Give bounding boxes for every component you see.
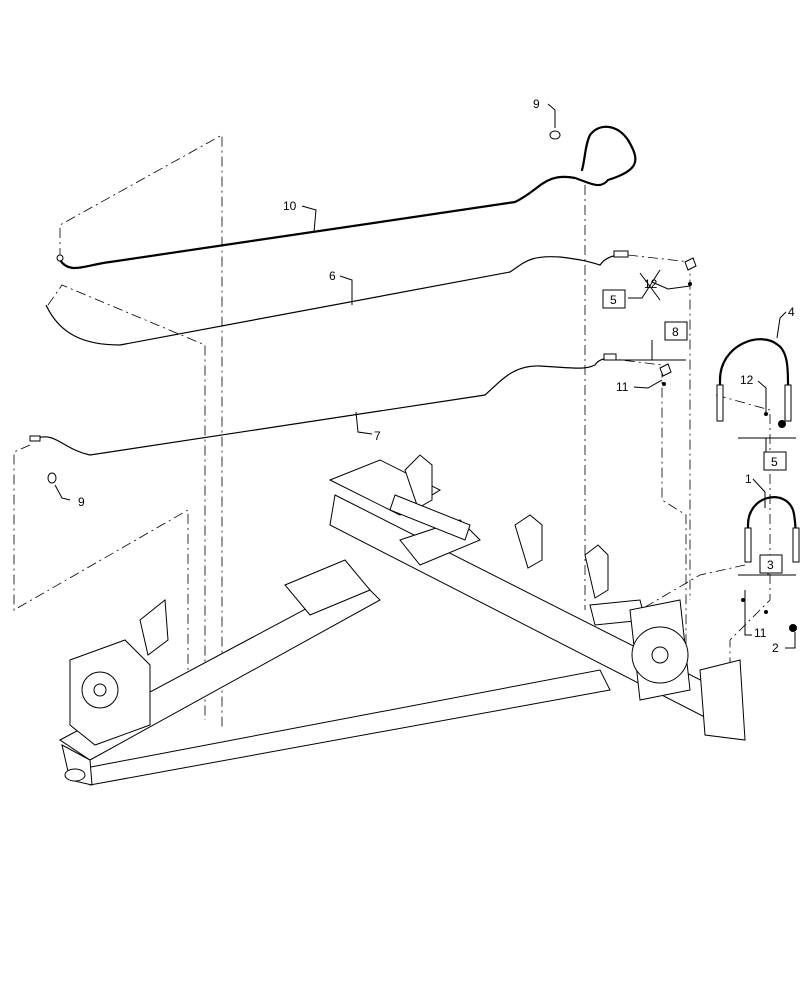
leader-lines <box>54 103 796 649</box>
o-ring-icon <box>549 130 561 140</box>
fitting-icon <box>792 527 800 563</box>
fitting-icon <box>603 353 617 361</box>
callout-7: 7 <box>374 429 381 443</box>
callout-5: 5 <box>610 293 617 307</box>
callout-12: 12 <box>644 277 658 291</box>
callout-6: 6 <box>329 269 336 283</box>
callout-1: 1 <box>745 472 752 486</box>
boxed-callouts <box>602 289 787 574</box>
center-bracket <box>284 559 371 616</box>
upright-bracket <box>404 454 433 509</box>
callout-8: 8 <box>672 325 679 339</box>
small-parts <box>47 130 797 632</box>
cap-icon <box>778 420 786 428</box>
fitting-icon <box>784 384 792 422</box>
hose-1 <box>746 496 798 562</box>
plug-icon <box>741 598 745 602</box>
cap-icon <box>662 382 666 386</box>
hose-4 <box>718 338 790 422</box>
fitting-icon <box>744 527 752 563</box>
plug-icon <box>764 412 768 416</box>
callout-box-5 <box>602 289 626 309</box>
rear-beam <box>73 669 611 786</box>
callout-9: 9 <box>78 495 85 509</box>
fitting-icon <box>684 257 697 271</box>
callout-5: 5 <box>771 455 778 469</box>
callout-12: 12 <box>740 373 754 387</box>
callout-box-5 <box>763 451 787 471</box>
fitting-icon <box>56 254 64 262</box>
cap-icon <box>688 282 692 286</box>
hose-10 <box>58 125 637 270</box>
upright-bracket <box>584 544 609 599</box>
plug-icon <box>764 610 768 614</box>
upright-bracket <box>514 514 543 569</box>
implement-frame <box>59 454 746 786</box>
callout-3: 3 <box>767 558 774 572</box>
fitting-icon <box>613 250 629 258</box>
hydraulic-lines <box>29 125 800 563</box>
cap-icon <box>789 624 797 632</box>
fitting-icon <box>29 435 41 442</box>
callout-box-8 <box>664 321 688 341</box>
hydraulic-cylinder <box>389 494 471 541</box>
toolbar-end <box>328 459 442 516</box>
tube-6 <box>45 254 623 346</box>
tube-7 <box>37 357 613 456</box>
callout-11: 11 <box>754 626 767 640</box>
callout-2: 2 <box>772 641 779 655</box>
o-ring-icon <box>47 472 57 484</box>
callout-labels: 9 10 6 12 5 8 11 7 9 4 12 5 1 3 11 2 <box>78 97 795 655</box>
callout-4: 4 <box>788 305 795 319</box>
callout-11: 11 <box>616 380 629 394</box>
callout-9: 9 <box>533 97 540 111</box>
fitting-icon <box>659 363 672 377</box>
fitting-icon <box>716 384 724 422</box>
callout-box-3 <box>759 554 783 574</box>
callout-10: 10 <box>283 199 297 213</box>
